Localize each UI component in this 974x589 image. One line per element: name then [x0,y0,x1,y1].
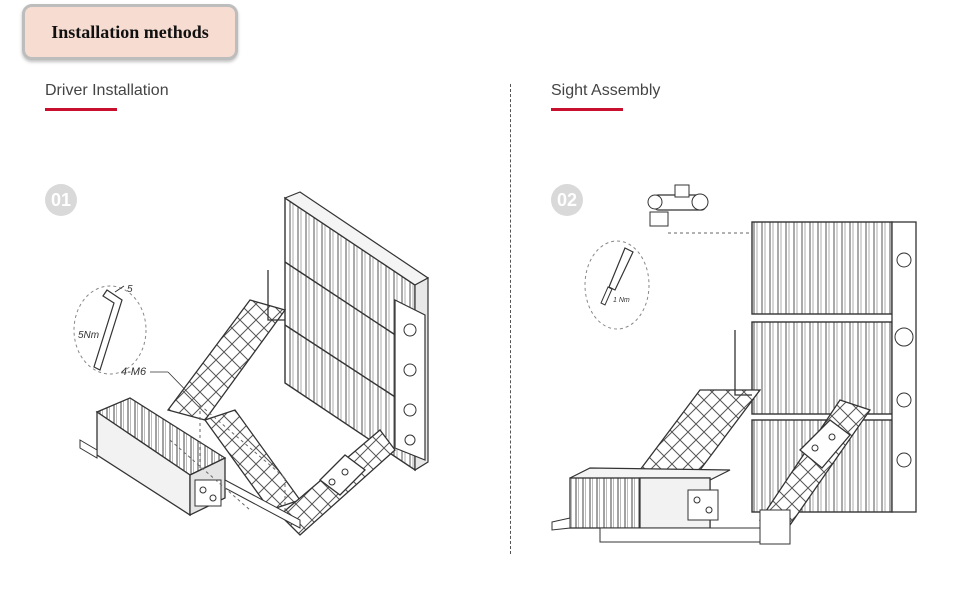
step-02-badge: 02 [551,184,583,216]
right-junction-box [799,419,851,469]
header-title: Installation methods [51,21,209,42]
screwdriver-icon [608,247,634,291]
allen-key-icon [93,289,123,371]
driver-box [79,397,301,529]
left-torque-label: 5Nm [78,330,99,341]
left-junction-box [319,454,366,496]
screwdriver-callout: 1 Nm [584,240,650,330]
sight-assembly-underline [551,108,623,111]
right-torque-label: 1 Nm [613,297,630,304]
tool-size-label: 5 [127,284,133,295]
left-lamp-module [283,191,430,472]
driver-installation-title: Driver Installation [45,82,169,99]
driver-installation-underline [45,108,117,111]
driver-installation-drawing: 5 5Nm 4-M6 [73,191,430,536]
screw-spec-label: 4-M6 [121,366,147,378]
panel-divider [510,84,511,554]
right-driver-box [551,467,791,545]
sight-assembly-title: Sight Assembly [551,82,661,99]
allen-key-callout: 5 5Nm [73,284,147,375]
sight-device [647,184,752,234]
screw-guides [169,404,286,512]
section-header: Installation methods [22,4,238,60]
step-01-badge: 01 [45,184,77,216]
right-lamp-module [751,221,917,513]
sight-assembly-drawing: 1 Nm [551,184,917,545]
